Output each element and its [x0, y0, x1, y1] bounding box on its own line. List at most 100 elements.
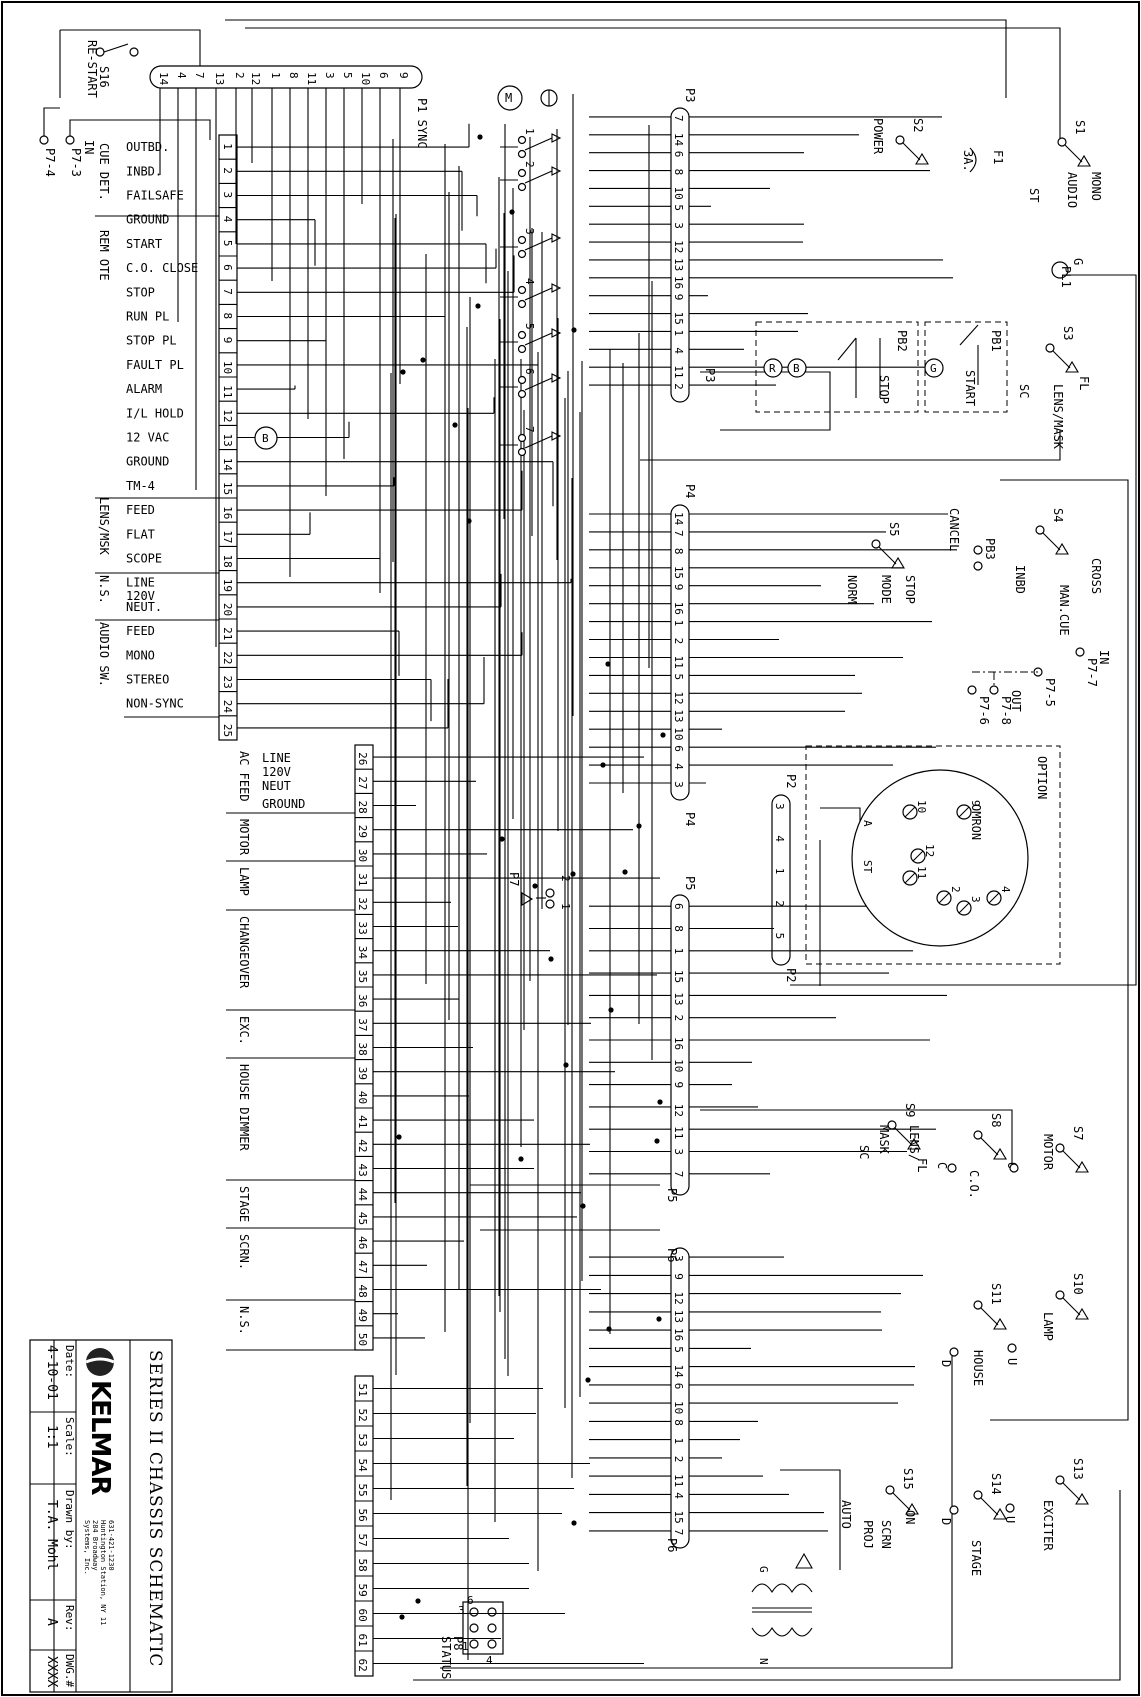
s14-u-label: U — [1003, 1516, 1017, 1523]
p2-label: P2 — [784, 774, 798, 788]
p3-pin-13-8: 13 — [672, 258, 685, 271]
main-term-11: 11 — [221, 385, 234, 398]
dwg-label: DWG.# — [63, 1654, 76, 1687]
ac-120v-label: 120V — [262, 765, 291, 779]
lower-term-48: 48 — [356, 1285, 369, 1298]
p3-pin-2-15: 2 — [672, 383, 685, 390]
p3-pin-16-9: 16 — [672, 276, 685, 289]
group-ns: N.S. — [97, 575, 111, 604]
pb3-cancel-label: CANCEL — [947, 508, 961, 551]
p4-pin-6-13: 6 — [672, 745, 685, 752]
main-term-1: 1 — [221, 143, 234, 150]
lower-term-30: 30 — [356, 849, 369, 862]
p8-pin-1: 1 — [462, 1640, 469, 1653]
company-logo-text: KELMAR — [85, 1380, 115, 1495]
p3-pin-1-12: 1 — [672, 330, 685, 337]
p1-pin-14: 14 — [157, 72, 170, 86]
p5-pin-10-7: 10 — [672, 1059, 685, 1072]
p6-label: P6 — [665, 1248, 679, 1262]
p1-pin-6: 6 — [377, 72, 390, 79]
p7-4-label: P7-4 — [43, 148, 57, 177]
p6-pin-10-8: 10 — [672, 1401, 685, 1414]
s2-power-label: POWER — [871, 118, 885, 155]
main-term-label-16: FEED — [126, 503, 155, 517]
company-line-3: Huntington Station, NY 11 — [99, 1520, 107, 1625]
lower-group-8: N.S. — [237, 1306, 251, 1335]
lower-group-2: LAMP — [237, 867, 251, 896]
p4-label: P4 — [683, 484, 697, 498]
p2-pin-3-0: 3 — [773, 803, 786, 810]
s11-d-label: D — [939, 1360, 953, 1367]
main-term-label-3: FAILSAFE — [126, 189, 184, 203]
s1-mono-label: MONO — [1089, 172, 1103, 201]
main-term-23: 23 — [221, 676, 234, 689]
s16-restart-label: RE-START — [85, 40, 99, 98]
p4-pin-9-4: 9 — [672, 584, 685, 591]
p3-pin-15-11: 15 — [672, 312, 685, 325]
f1-rating-label: 3A. — [961, 150, 975, 172]
p8-pin-3: 3 — [458, 1604, 465, 1617]
lower-term-36: 36 — [356, 994, 369, 1007]
s13-label: S13 — [1071, 1458, 1085, 1480]
s5-mode-label: MODE — [879, 575, 893, 604]
p1-pin-4: 4 — [175, 72, 188, 79]
p1-pin-1: 1 — [269, 72, 282, 79]
main-term-9: 9 — [221, 337, 234, 344]
main-term-label-4: GROUND — [126, 213, 169, 227]
bottom-term-51: 51 — [356, 1384, 369, 1397]
label-120v: 120V — [126, 589, 155, 603]
p4-pin-5-9: 5 — [672, 673, 685, 680]
rev-value: A — [44, 1618, 59, 1626]
main-term-13: 13 — [221, 434, 234, 447]
relay-7: 7 — [523, 426, 536, 433]
p1-pin-11: 11 — [305, 72, 318, 85]
p5-pin-6-0: 6 — [672, 903, 685, 910]
s15-auto-label: AUTO — [839, 1500, 853, 1529]
s10-label: S10 — [1071, 1273, 1085, 1295]
p8-pin-6: 6 — [467, 1594, 474, 1607]
s4-cross-label: CROSS — [1089, 558, 1103, 594]
main-term-label-9: STOP PL — [126, 334, 177, 348]
main-term-label-17: FLAT — [126, 527, 155, 541]
s15-on-label: ON — [903, 1510, 917, 1524]
main-term-16: 16 — [221, 506, 234, 519]
option-st-label: ST — [861, 860, 874, 874]
s15-label: S15 — [901, 1468, 915, 1490]
main-term-label-6: C.O. CLOSE — [126, 261, 198, 275]
lower-term-26: 26 — [356, 752, 369, 765]
main-term-label-15: TM-4 — [126, 479, 155, 493]
s9-sc-label: SC — [857, 1145, 871, 1159]
p7-6-label: P7-6 — [977, 696, 991, 725]
p4-label-2: P4 — [683, 812, 697, 826]
p2-pin-1-2: 1 — [773, 868, 786, 875]
relay-3: 3 — [523, 228, 536, 235]
company-line-4: 631-421-1230 — [107, 1520, 115, 1571]
main-term-18: 18 — [221, 555, 234, 568]
main-term-label-20: NEUT. — [126, 600, 162, 614]
main-term-label-7: STOP — [126, 285, 155, 299]
lamp-b: B — [254, 426, 278, 450]
main-term-24: 24 — [221, 700, 234, 714]
main-term-4: 4 — [221, 216, 234, 223]
in-label: IN — [82, 140, 96, 154]
omron-pin-9: 9 — [969, 800, 982, 807]
drawn-label: Drawn by: — [63, 1490, 76, 1550]
p4-pin-4-14: 4 — [672, 763, 685, 770]
group-remote: REM OTE — [97, 230, 111, 281]
s15-proj-label: PROJ — [861, 1520, 875, 1549]
omron-label: OMRON — [969, 804, 983, 840]
s8-label: S8 — [989, 1113, 1003, 1127]
main-term-label-14: GROUND — [126, 455, 169, 469]
p5-label: P5 — [683, 876, 697, 890]
switch-s16: S16 RE-START P7-4 P7-3 IN — [39, 29, 211, 177]
s1-audio-label: AUDIO — [1065, 172, 1079, 208]
drawn-value: T.A. Mohl — [44, 1500, 59, 1570]
lower-term-45: 45 — [356, 1212, 369, 1225]
p6-pin-16-4: 16 — [672, 1328, 685, 1341]
p3-pin-10-4: 10 — [672, 187, 685, 200]
p1-pin-8: 8 — [287, 72, 300, 79]
